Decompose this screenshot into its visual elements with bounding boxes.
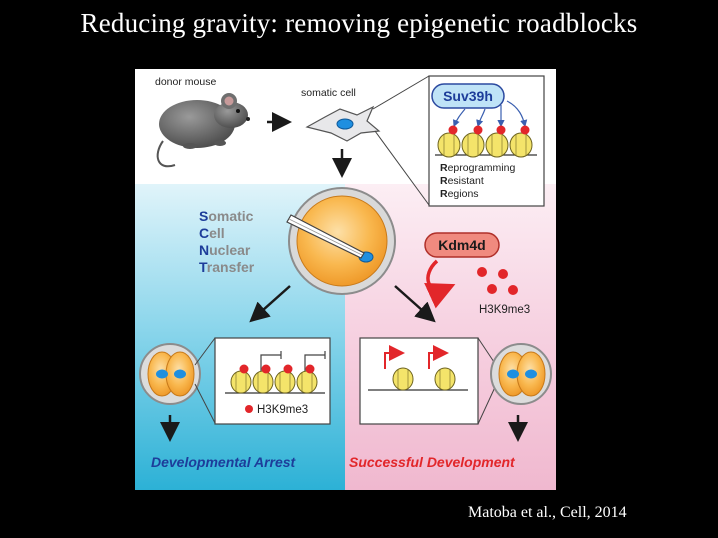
scnt-rest: ell: [209, 225, 225, 241]
rrr-initial: R: [440, 162, 448, 174]
suv39h-label: Suv39h: [443, 88, 493, 104]
rrr-rest: eprogramming: [448, 162, 516, 174]
nucleosome-array-top: [435, 125, 537, 158]
arrow-to-success: [394, 285, 436, 323]
nucleosome-array-left: [225, 364, 325, 394]
scnt-rest: uclear: [209, 242, 251, 258]
nucleosome-array-right: [368, 367, 468, 391]
scnt-line-4: Transfer: [199, 259, 255, 275]
scnt-initial: T: [199, 259, 208, 275]
released-methyl-marks: [477, 267, 518, 295]
scnt-rest: ransfer: [207, 259, 255, 275]
kdm4d-removal-arrow: [424, 259, 456, 309]
rrr-line-3: Regions: [440, 188, 479, 200]
rrr-line-2: Resistant: [440, 175, 484, 187]
rrr-rest: esistant: [448, 175, 484, 187]
suv39h-badge: Suv39h: [431, 83, 505, 109]
injection-pipette-icon: [286, 214, 365, 259]
zoom-line-top: [372, 75, 430, 110]
zoom-line-right-top: [477, 337, 497, 366]
scnt-line-3: Nuclear: [199, 242, 251, 258]
zoom-line-bottom: [374, 130, 430, 206]
slide-title: Reducing gravity: removing epigenetic ro…: [80, 8, 638, 38]
arrow-to-arrest: [249, 285, 291, 323]
methyl-legend-dot: [245, 405, 253, 413]
figure-panel: donor mouse somatic cell Suv39h Reprogra…: [135, 69, 556, 490]
scnt-initial: C: [199, 225, 209, 241]
mouse-icon: [156, 93, 250, 168]
suv39h-arrows: [453, 100, 528, 128]
scnt-initial: N: [199, 242, 209, 258]
kdm4d-badge: Kdm4d: [424, 232, 500, 258]
zoom-line-right-bottom: [477, 384, 497, 425]
rrr-rest: egions: [448, 188, 479, 200]
scnt-initial: S: [199, 208, 208, 224]
rrr-initial: R: [440, 188, 448, 200]
h3k9me3-label-right: H3K9me3: [479, 304, 530, 316]
figure-diagram: donor mouse somatic cell Suv39h Reprogra…: [135, 69, 556, 490]
embryo-left-icon: [139, 343, 201, 405]
active-transcription-arrows: [384, 345, 449, 369]
zoom-line-left-top: [194, 337, 216, 366]
rrr-line-1: Reprogramming: [440, 162, 515, 174]
embryo-right-icon: [490, 343, 552, 405]
scnt-rest: omatic: [208, 208, 253, 224]
zoom-line-left-bottom: [194, 383, 216, 424]
rrr-initial: R: [440, 175, 448, 187]
successful-development-label: Successful Development: [349, 454, 516, 470]
rrr-labels: Reprogramming Resistant Regions: [440, 162, 515, 200]
somatic-cell-icon: [305, 105, 381, 142]
success-inset-box: [359, 337, 479, 425]
scnt-line-1: Somatic: [199, 208, 254, 224]
blocked-transcription-arrows: [260, 351, 326, 373]
h3k9me3-label-left: H3K9me3: [257, 404, 308, 416]
citation: Matoba et al., Cell, 2014: [468, 504, 627, 521]
donor-mouse-label: donor mouse: [155, 76, 216, 88]
scnt-labels: Somatic Cell Nuclear Transfer: [199, 208, 255, 275]
scnt-line-2: Cell: [199, 225, 225, 241]
kdm4d-label: Kdm4d: [438, 237, 485, 253]
developmental-arrest-label: Developmental Arrest: [151, 454, 297, 470]
somatic-cell-label: somatic cell: [301, 87, 356, 99]
